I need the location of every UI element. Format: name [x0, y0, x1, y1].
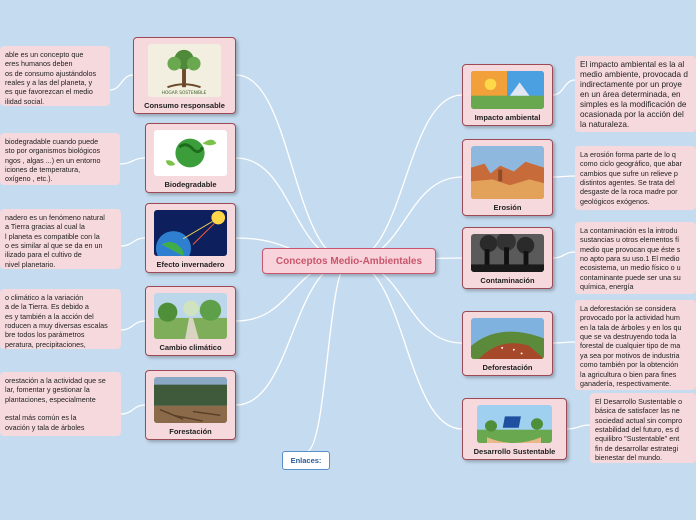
note-contaminacion: La contaminación es la introdu sustancia… [575, 222, 696, 294]
note-deforestacion: La deforestación se considera provocado … [575, 300, 696, 390]
node-impacto-ambiental[interactable]: Impacto ambiental [462, 64, 553, 126]
note-connector-left-0 [109, 74, 134, 91]
node-label: Contaminación [480, 276, 535, 285]
note-connector-right-4 [566, 424, 591, 430]
note-impacto-ambiental: El impacto ambiental es la al medio ambi… [575, 56, 696, 132]
note-connector-right-1 [552, 175, 576, 178]
node-label: Consumo responsable [144, 101, 225, 110]
node-cambio-climatico[interactable]: Cambio climático [145, 286, 236, 356]
note-connector-left-2 [120, 237, 146, 247]
node-deforestacion[interactable]: Deforestación [462, 311, 553, 376]
node-label: Deforestación [482, 363, 533, 372]
node-erosion[interactable]: Erosión [462, 139, 553, 216]
note-efecto-invernadero: nadero es un fenómeno natural a Tierra g… [0, 209, 121, 269]
branch-impacto [348, 94, 463, 262]
note-connector-right-0 [552, 79, 576, 96]
tree-house-image: HOGAR SOSTENIBLE [148, 44, 221, 97]
central-topic[interactable]: Conceptos Medio-Ambientales [262, 248, 436, 274]
note-forestacion: orestación a la actividad que se lar, fo… [0, 372, 121, 436]
forest-image [154, 377, 227, 423]
node-label: Forestación [169, 427, 212, 436]
node-consumo-responsable[interactable]: HOGAR SOSTENIBLE Consumo responsable [133, 37, 236, 114]
note-desarrollo-sustentable: El Desarrollo Sustentable o básica de sa… [590, 393, 696, 463]
node-label: Erosión [493, 203, 522, 212]
node-contaminacion[interactable]: Contaminación [462, 227, 553, 289]
branch-bio [235, 157, 350, 262]
node-label: Cambio climático [159, 343, 222, 352]
note-connector-left-3 [120, 320, 146, 331]
node-label: Biodegradable [164, 180, 217, 189]
canyon-image [471, 146, 544, 199]
branch-consumo [235, 74, 350, 262]
node-label: Impacto ambiental [474, 113, 541, 122]
note-erosion: La erosión forma parte de lo q como cicl… [575, 146, 696, 210]
note-consumo-responsable: able es un concepto que eres humanos deb… [0, 46, 110, 106]
note-cambio-climatico: o climático a la variación a de la Tierr… [0, 289, 121, 349]
links-button[interactable]: Enlaces: [282, 451, 330, 470]
green-globe-image [154, 130, 227, 176]
node-biodegradable[interactable]: Biodegradable [145, 123, 236, 193]
node-desarrollo-sustentable[interactable]: Desarrollo Sustentable [462, 398, 567, 460]
svg-text:HOGAR SOSTENIBLE: HOGAR SOSTENIBLE [162, 90, 207, 96]
node-efecto-invernadero[interactable]: Efecto invernadero [145, 203, 236, 273]
branch-desarrollo [348, 260, 463, 430]
node-label: Desarrollo Sustentable [473, 447, 556, 456]
deforested-hill-image [471, 318, 544, 359]
note-connector-right-2 [552, 251, 576, 259]
node-label: Efecto invernadero [156, 260, 225, 269]
note-connector-left-4 [120, 404, 146, 415]
note-connector-right-3 [552, 341, 576, 344]
earth-sun-image [154, 210, 227, 256]
solar-hands-image [477, 405, 552, 443]
factory-smoke-image [471, 234, 544, 272]
world-landscape-image [471, 71, 544, 109]
note-connector-left-1 [119, 157, 146, 165]
green-path-image [154, 293, 227, 339]
node-forestacion[interactable]: Forestación [145, 370, 236, 440]
branch-forest [235, 260, 350, 406]
note-biodegradable: biodegradable cuando puede sto por organ… [0, 133, 120, 185]
